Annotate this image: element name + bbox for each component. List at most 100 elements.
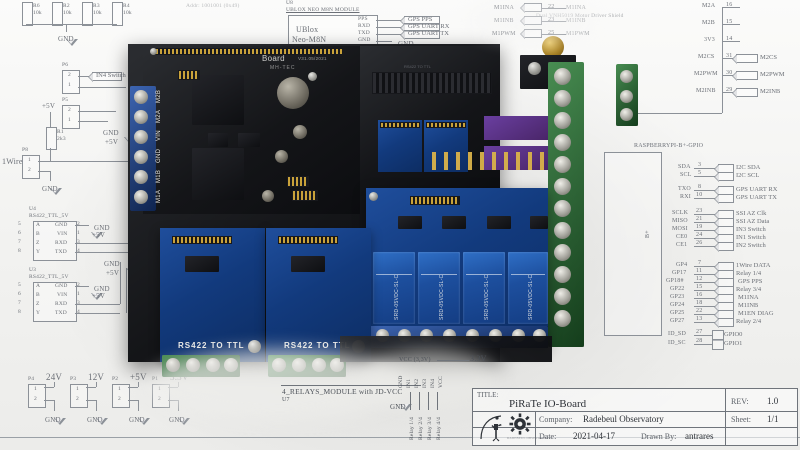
sma-antenna-connector: [542, 36, 564, 58]
gpio-pin-3-5: 18: [696, 300, 703, 306]
gpio-name-2-1: MISO: [672, 218, 688, 224]
resistor-r1-value: 2k3: [57, 136, 66, 142]
gnd-label-u4: GND: [94, 224, 110, 232]
rs422-u3-right-pin4: 4: [77, 309, 80, 315]
relay-4-part-label: SRD-05VDC-SL-C: [528, 274, 534, 320]
gnd-label-p4: GND: [45, 416, 61, 424]
rs422-u4-body: [33, 221, 77, 261]
gpio-name-3-5: GP24: [670, 302, 685, 308]
p2-wire-bot: [128, 400, 138, 401]
p4-wire-bot: [44, 400, 54, 401]
rs422-u3-right-pin2: 2: [77, 282, 80, 288]
date-label: Date:: [539, 432, 557, 441]
gpio-name-3-3: GP22: [670, 286, 685, 292]
power-label-u3: +5V: [92, 292, 106, 300]
green-terminal-screw-3: [554, 112, 571, 129]
gnd-symbol-p2: [138, 418, 150, 425]
rs422-u3-ref: U3: [29, 267, 37, 273]
motor-terminal-screw-3: [134, 130, 148, 144]
md-net-1: M1INB: [566, 18, 586, 24]
connector-p6-pin2: 2: [68, 72, 71, 78]
md-name-7: M2PWM: [694, 71, 718, 77]
gps-net-uart-rx: GPS UART RX: [408, 23, 450, 30]
gpio-name-3-2: GP18#: [666, 278, 684, 284]
rpi-gpio-side-label: B+: [645, 230, 651, 238]
gpio-pin-3-4: 16: [696, 292, 703, 298]
md-name-4: M2B: [702, 20, 715, 26]
u3-wire-txd: [75, 313, 120, 314]
md-wire-2: [542, 34, 566, 35]
rev-label: REV:: [731, 397, 749, 406]
gnd-symbol-relay-module: [400, 404, 412, 411]
p6-net-flag: [88, 72, 122, 82]
title-label: TITLE:: [477, 391, 499, 399]
gpio-pin-3-2: 12: [696, 276, 703, 282]
relay-pin-vcc: VCC: [438, 376, 444, 388]
u4-wire-rxd: [75, 243, 150, 244]
p4-wire-rail: [54, 382, 55, 387]
green-terminal-screw-4: [554, 134, 571, 151]
rev-value: 1.0: [767, 396, 779, 406]
md-pin-5: 14: [726, 36, 733, 42]
rs422-u3-left-pin7: 7: [18, 300, 21, 306]
relay-pin-gnd: GND: [398, 375, 404, 388]
gps-pin-gnd: GND: [358, 37, 371, 43]
md-name-5: 3V3: [704, 37, 715, 43]
relay-4: [508, 252, 548, 324]
shield-cap-2: [275, 150, 288, 163]
green-terminal-screw-6: [554, 178, 571, 195]
gps-pin-pps: PPS: [358, 16, 368, 22]
gpio-name-0-0: SDA: [678, 164, 691, 170]
gpio-net-3-1: Relay 1/4: [736, 270, 762, 277]
md-name-0: M1INA: [494, 5, 514, 11]
sheet-value: 1/1: [767, 414, 779, 424]
resistor-array-row: [432, 152, 544, 170]
gpio-net-2-1: SSI AZ Data: [736, 218, 770, 225]
shield-header-small-2-pins: [293, 191, 317, 200]
pcb-motor-driver-shield: [143, 46, 360, 214]
relay-net-2: Relay 2/4: [418, 416, 424, 440]
gnd-symbol-p3: [96, 418, 108, 425]
company-label: Company:: [539, 415, 573, 424]
relay-2: [418, 252, 460, 324]
onewire-rail-label: +5V: [42, 102, 56, 110]
sheet-label: Sheet:: [731, 415, 751, 424]
connector-p3-rail: 12V: [88, 372, 105, 382]
gps-wire-txd: [376, 34, 404, 35]
gpio-name-3-6: GP25: [670, 310, 685, 316]
gnd-label-p1: GND: [169, 416, 185, 424]
gpio-flag-3-7: [714, 318, 734, 328]
observatory-figure-svg: [480, 415, 502, 442]
gpio-net-3-0: 1Wire DATA: [736, 262, 771, 269]
date-value: 2021-04-17: [573, 431, 615, 441]
rs422-module-1-screw: [248, 340, 261, 353]
rs422-u3-name-y: Y: [36, 310, 41, 316]
relay-net-4: Relay 4/4: [436, 416, 442, 440]
gpio-name-2-0: SCLK: [672, 210, 689, 216]
gpio-pin-1-1: 10: [696, 192, 703, 198]
md-wire-8: [722, 92, 736, 93]
connector-p3-ref: P3: [70, 376, 77, 382]
rs422-u3-name-txd: TXD: [55, 310, 67, 316]
connector-p5-pin1: 1: [68, 117, 71, 123]
gpio-wire-3-6: [694, 314, 718, 315]
gpio-pin-0-0: 3: [698, 162, 702, 168]
connector-p6-pin1: 1: [68, 82, 71, 88]
md-net-0: M1INA: [566, 5, 586, 11]
relay-3: [463, 252, 505, 324]
md-name-3: M2A: [702, 3, 716, 9]
resistor-r2: [52, 2, 63, 26]
p2-wire-top: [128, 387, 138, 388]
motor-driver-title: Dual VNH5019 Motor Driver Shield: [536, 13, 624, 19]
gnd-symbol-pullups: [66, 39, 78, 46]
i2c-address-note: Addr: 1001001 (0x49): [186, 3, 240, 9]
relay-pin-in3: IN3: [422, 378, 428, 388]
md-net-2: M1PWM: [566, 31, 590, 37]
rs422-u4-name-vin: VIN: [57, 231, 68, 237]
gpio-pin-0-1: 5: [698, 170, 702, 176]
connector-p2-rail: +5V: [130, 372, 147, 382]
gnd-label-p2: GND: [129, 416, 145, 424]
title-value: PiRaTe IO-Board: [509, 398, 587, 410]
onewire-label: 1Wire: [2, 157, 23, 166]
relay-2-bar: [421, 274, 457, 275]
